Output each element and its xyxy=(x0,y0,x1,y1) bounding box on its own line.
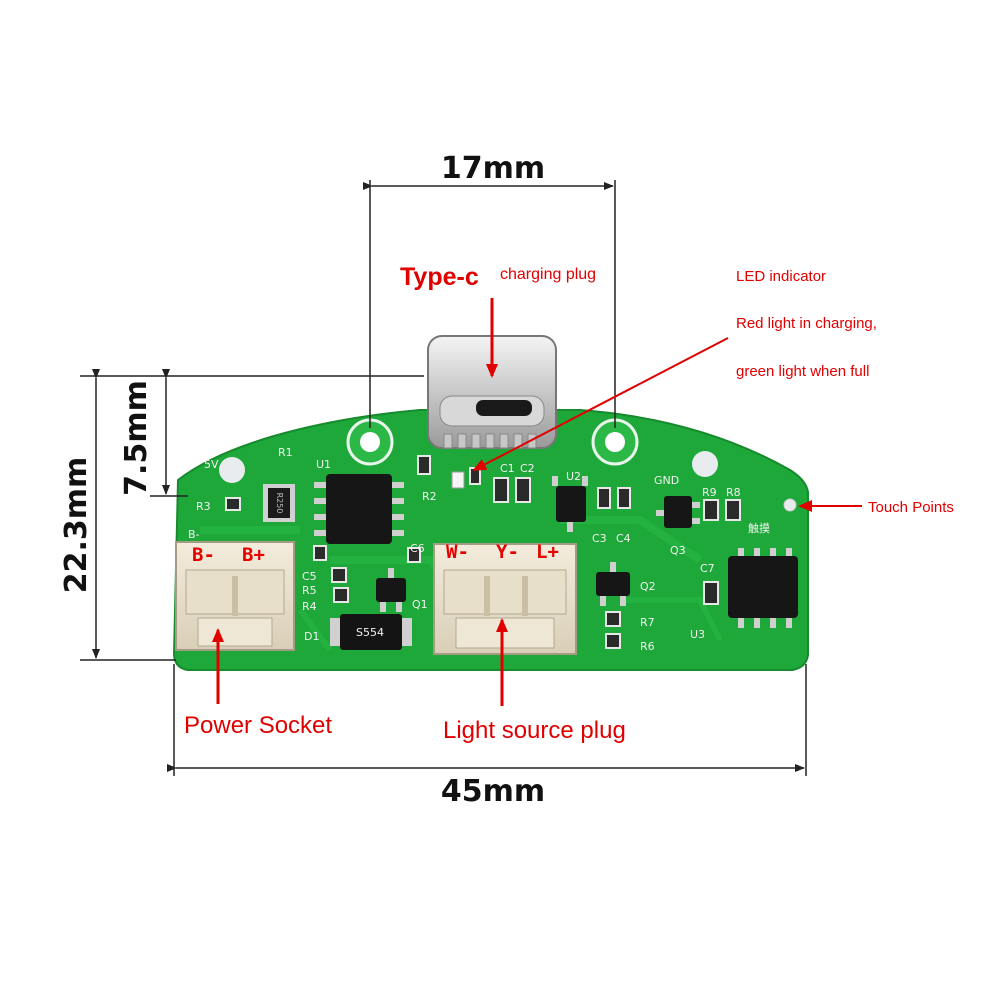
silk-c4: C4 xyxy=(616,532,631,545)
transistor-q3 xyxy=(656,496,700,528)
pin-label-b-plus: B+ xyxy=(242,544,265,566)
silk-r6: R6 xyxy=(640,640,655,653)
touch-points-label: Touch Points xyxy=(868,499,954,516)
silk-q3: Q3 xyxy=(670,544,686,557)
silk-touch-cn: 触摸 xyxy=(748,521,770,535)
ic-u3 xyxy=(728,548,798,628)
silk-c7: C7 xyxy=(700,562,715,575)
silk-c2: C2 xyxy=(520,462,535,475)
pin-label-b-minus: B- xyxy=(192,544,215,566)
silk-b-minus: B- xyxy=(188,528,200,541)
silk-c6: C6 xyxy=(410,542,425,555)
led-indicator-line1: LED indicator xyxy=(736,268,826,285)
dimension-45mm-label: 45mm xyxy=(441,774,545,809)
test-pad-right xyxy=(692,451,718,477)
pin-label-w-minus: W- xyxy=(446,541,469,563)
dimension-45mm xyxy=(167,664,807,776)
usb-type-c-connector xyxy=(427,335,557,449)
silk-r1: R1 xyxy=(278,446,293,459)
silk-c3: C3 xyxy=(592,532,607,545)
dimension-7-5mm xyxy=(150,369,188,497)
silk-u2: U2 xyxy=(566,470,581,483)
led-indicator-arrow xyxy=(472,337,729,471)
dimension-22-3mm-label: 22.3mm xyxy=(59,457,94,594)
connector-pin-labels: B- B+ W- Y- L+ xyxy=(192,541,559,566)
silk-r4: R4 xyxy=(302,600,317,613)
dimension-22-3mm xyxy=(80,369,424,661)
test-pad-left xyxy=(219,457,245,483)
silk-s554: S554 xyxy=(356,626,384,639)
pin-label-y-minus: Y- xyxy=(496,541,519,563)
led-indicator xyxy=(451,471,465,489)
silk-r2: R2 xyxy=(422,490,437,503)
ic-u1 xyxy=(314,474,404,544)
silk-q2: Q2 xyxy=(640,580,656,593)
resistor-r250: R250 xyxy=(263,484,295,522)
silk-q1: Q1 xyxy=(412,598,428,611)
led-indicator-line3: green light when full xyxy=(736,363,869,380)
silk-r7: R7 xyxy=(640,616,655,629)
light-source-plug-label: Light source plug xyxy=(443,717,626,744)
smd-components xyxy=(225,455,741,649)
diode-d1: S554 xyxy=(330,614,412,650)
touch-point-pad xyxy=(783,498,797,512)
silk-r250: R250 xyxy=(275,493,284,514)
led-indicator-line2: Red light in charging, xyxy=(736,315,877,332)
dimension-17mm xyxy=(363,180,616,428)
pin-label-l-plus: L+ xyxy=(536,541,559,563)
power-socket-connector xyxy=(175,541,295,651)
type-c-label: Type-c xyxy=(400,263,479,291)
silk-r3: R3 xyxy=(196,500,211,513)
power-socket-label: Power Socket xyxy=(184,712,332,739)
transistor-q2 xyxy=(596,562,630,606)
dimension-17mm-label: 17mm xyxy=(441,151,545,186)
silk-5v: 5V xyxy=(204,458,219,471)
charging-plug-label: charging plug xyxy=(500,266,596,283)
silk-r9: R9 xyxy=(702,486,717,499)
silk-r5: R5 xyxy=(302,584,317,597)
transistor-u2 xyxy=(552,476,588,532)
dimension-7-5mm-label: 7.5mm xyxy=(119,380,154,496)
silk-u1: U1 xyxy=(316,458,331,471)
silk-r8: R8 xyxy=(726,486,741,499)
silk-gnd: GND xyxy=(654,474,679,487)
silk-u3: U3 xyxy=(690,628,705,641)
silkscreen-labels: R1 5V R3 B- U1 R2 C1 C2 U2 C3 C4 GND R9 … xyxy=(188,446,770,653)
silk-d1: D1 xyxy=(304,630,319,643)
silk-c1: C1 xyxy=(500,462,515,475)
transistor-q1 xyxy=(376,568,406,612)
silk-c5: C5 xyxy=(302,570,317,583)
